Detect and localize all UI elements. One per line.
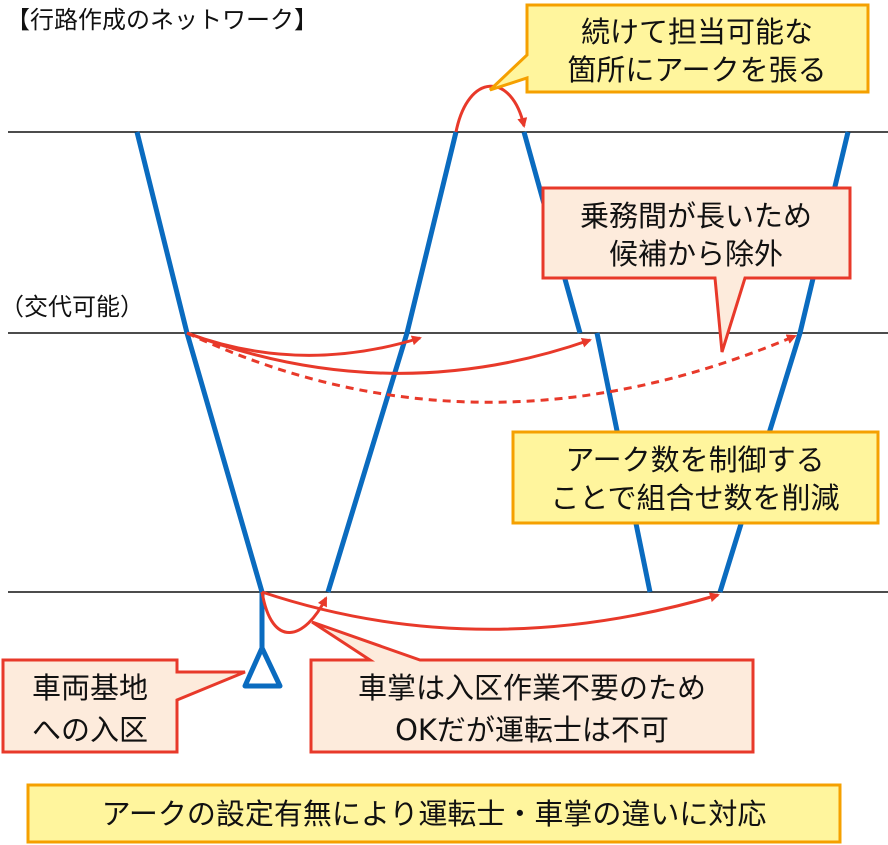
arc-medium	[186, 331, 592, 375]
callout-conductor: 車掌は入区作業不要のため OKだが運転士は不可	[309, 620, 755, 754]
callout-control-line2: ことで組合せ数を削減	[550, 481, 839, 515]
diagram-title: 【行路作成のネットワーク】	[6, 6, 318, 34]
callout-depot-line1: 車両基地	[32, 671, 148, 705]
callout-continue-line1: 続けて担当可能な	[581, 15, 813, 49]
callout-conductor-line2: OKだが運転士は不可	[395, 713, 669, 747]
callout-control: アーク数を制御する ことで組合せ数を削減	[511, 430, 880, 525]
callout-depot: 車両基地 への入区	[1, 658, 246, 754]
callout-summary: アークの設定有無により運転士・車掌の違いに対応	[26, 783, 842, 844]
callout-depot-line2: への入区	[32, 713, 148, 747]
callout-control-line1: アーク数を制御する	[565, 443, 824, 477]
callout-excluded-line1: 乗務間が長いため	[580, 199, 812, 233]
callout-conductor-line1: 車掌は入区作業不要のため	[358, 671, 706, 705]
callout-excluded-line2: 候補から除外	[609, 237, 783, 271]
callout-continue-line2: 箇所にアークを張る	[567, 53, 826, 87]
callout-continue: 続けて担当可能な 箇所にアークを張る	[488, 3, 870, 94]
train-path-2	[325, 131, 459, 593]
callout-summary-line1: アークの設定有無により運転士・車掌の違いに対応	[102, 797, 767, 831]
arc-excluded-dashed	[186, 331, 797, 404]
station-label: （交代可能）	[0, 293, 144, 321]
train-path-1	[134, 131, 265, 648]
callout-excluded: 乗務間が長いため 候補から除外	[541, 186, 852, 353]
arc-bottom-long	[261, 590, 720, 631]
arc-depot-return	[260, 591, 328, 634]
arc-continue	[454, 84, 528, 133]
depot-triangle-icon	[242, 645, 283, 689]
